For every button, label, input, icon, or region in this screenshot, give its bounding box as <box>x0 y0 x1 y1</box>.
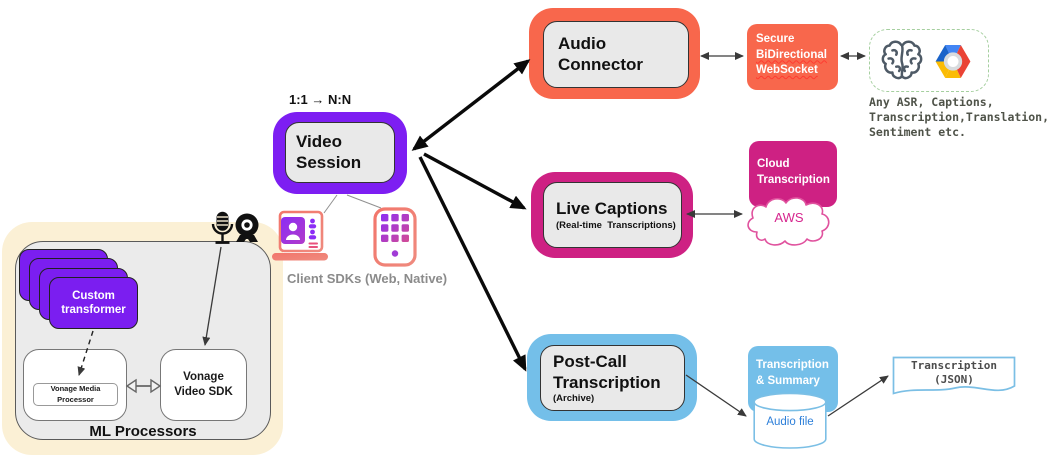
vonage-video-sdk-node: Vonage Video SDK <box>160 349 247 421</box>
post-call-label: Post-Call Transcription <box>553 352 661 392</box>
cloud-shape-icon <box>747 197 830 246</box>
audio-connector-node: Audio Connector <box>543 21 689 88</box>
media-processor-label: Vonage Media Processor <box>50 384 101 404</box>
ml-processors-title: ML Processors <box>89 423 197 440</box>
live-captions-sublabel: (Real-time Transcriptions) <box>556 219 676 231</box>
client-sdks-label: Client SDKs (Web, Native) <box>287 271 448 286</box>
ml-brain-icon <box>881 40 923 80</box>
audio-connector-label: Audio Connector <box>558 34 643 74</box>
live-captions-node: Live Captions (Real-time Transcriptions) <box>543 182 682 248</box>
websocket-node: Secure BiDirectional WebSocket <box>747 24 838 90</box>
custom-transformer-node: Custom transformer <box>49 277 138 329</box>
post-call-sublabel: (Archive) <box>553 392 595 404</box>
post-call-node: Post-Call Transcription (Archive) <box>540 345 685 411</box>
session-topology-label: 1:1 → N:N <box>289 92 352 107</box>
video-session-node: Video Session <box>285 122 395 183</box>
json-doc-label: Transcription (JSON) <box>910 359 998 387</box>
cloud-transcription-node: Cloud Transcription <box>749 141 837 207</box>
live-captions-label: Live Captions <box>556 199 668 219</box>
microphone-icon <box>211 211 234 244</box>
session-branch-arrows <box>411 59 531 372</box>
google-cloud-icon <box>935 45 971 78</box>
audio-file-cylinder: Audio file <box>753 392 827 450</box>
websocket-line: Secure <box>756 33 795 45</box>
audio-file-label: Audio file <box>766 416 814 428</box>
webcam-icon <box>235 213 259 242</box>
websocket-line: WebSocket <box>756 64 818 77</box>
aws-cloud: AWS <box>743 192 835 248</box>
vonage-media-processor-node: Vonage Media Processor <box>33 383 118 406</box>
client-sdk-native-icon <box>373 207 417 267</box>
websocket-line: BiDirectional <box>756 48 827 61</box>
client-sdk-web-icon <box>272 210 328 261</box>
video-session-label: Video Session <box>296 132 362 172</box>
json-document: Transcription (JSON) <box>892 356 1016 400</box>
document-shape-icon <box>892 356 1016 395</box>
video-sdk-label: Vonage Video SDK <box>174 371 233 398</box>
custom-transformer-label: Custom transformer <box>61 289 126 316</box>
asr-providers-note: Any ASR, Captions, Transcription,Transla… <box>869 95 1050 139</box>
database-cylinder-icon <box>753 392 827 449</box>
aws-label: AWS <box>774 210 804 225</box>
